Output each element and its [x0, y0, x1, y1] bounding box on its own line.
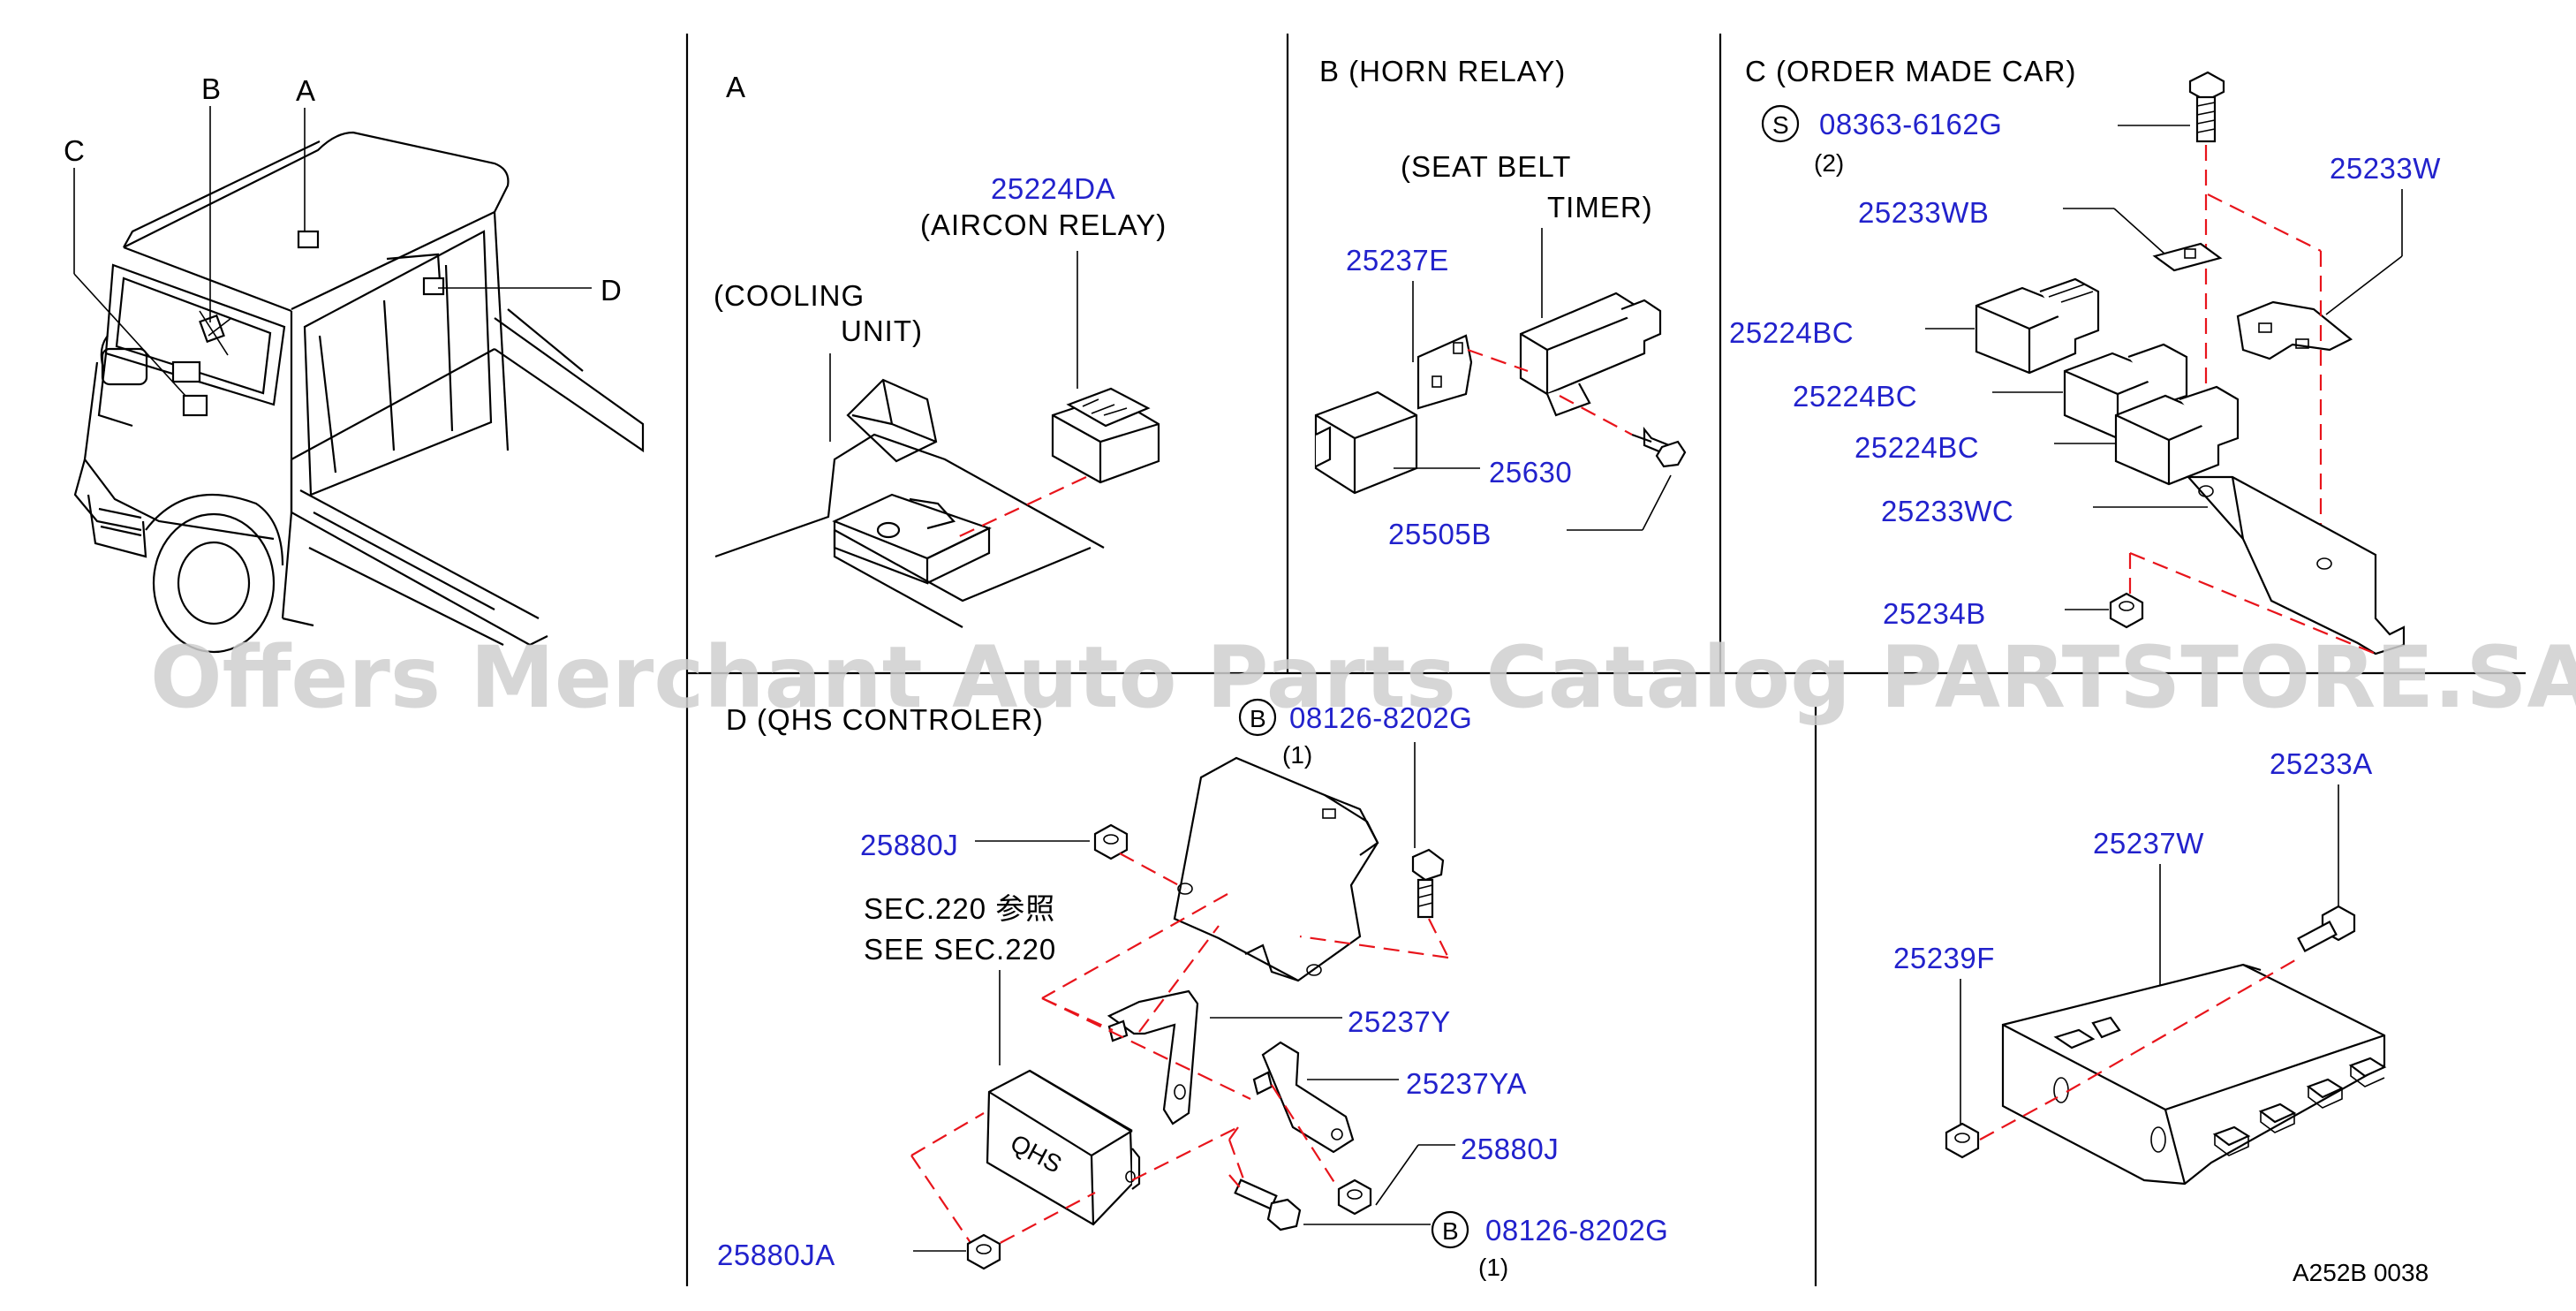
part-08363-6162g[interactable]: 08363-6162G	[1819, 108, 2002, 140]
diagram-code: A252B 0038	[2293, 1259, 2429, 1286]
panel-d: D (QHS CONTROLER) B 08126-8202G (1) 2588…	[717, 698, 1668, 1281]
part-25233a[interactable]: 25233A	[2270, 747, 2373, 780]
part-25237ya[interactable]: 25237YA	[1406, 1067, 1527, 1100]
part-25224bc-2[interactable]: 25224BC	[1793, 380, 1917, 413]
b-symbol-top: B	[1250, 705, 1266, 732]
panel-a-title: A	[726, 71, 746, 103]
cooling-unit-label-2: UNIT)	[841, 314, 923, 347]
part-25233wc[interactable]: 25233WC	[1881, 495, 2013, 527]
part-25224da[interactable]: 25224DA	[991, 172, 1115, 205]
part-25505b[interactable]: 25505B	[1388, 518, 1492, 550]
part-25630[interactable]: 25630	[1489, 456, 1572, 489]
seat-belt-timer-label-2: TIMER)	[1547, 191, 1653, 224]
b-top-qty: (1)	[1282, 741, 1312, 769]
panel-c-title: C (ORDER MADE CAR)	[1745, 55, 2077, 87]
panel-d-title: D (QHS CONTROLER)	[726, 703, 1044, 736]
s-symbol: S	[1772, 111, 1789, 139]
part-25224bc-1[interactable]: 25224BC	[1729, 316, 1854, 349]
part-25233w[interactable]: 25233W	[2330, 152, 2441, 185]
part-25880ja[interactable]: 25880JA	[717, 1239, 835, 1271]
b-bottom-qty: (1)	[1478, 1254, 1508, 1281]
panel-a: A 25224DA (AIRCON RELAY) (COOLING UNIT)	[714, 71, 1167, 628]
callout-c: C	[64, 134, 86, 167]
part-08126-8202g-bottom[interactable]: 08126-8202G	[1485, 1214, 1668, 1247]
callout-a: A	[296, 74, 316, 107]
panel-b-title: B (HORN RELAY)	[1319, 55, 1566, 87]
b-symbol-bottom: B	[1442, 1217, 1459, 1245]
callout-b: B	[201, 72, 222, 105]
see-sec-220: SEE SEC.220	[864, 933, 1056, 966]
part-25237y[interactable]: 25237Y	[1348, 1005, 1451, 1038]
watermark-text: Offers Merchant Auto Parts Catalog PARTS…	[150, 628, 2576, 727]
part-25233wb[interactable]: 25233WB	[1858, 196, 1989, 229]
panel-e: 25233A 25237W 25239F A252B 0038	[1893, 747, 2429, 1286]
panel-dividers	[685, 34, 2526, 1286]
s-qty: (2)	[1814, 149, 1844, 177]
seat-belt-timer-label-1: (SEAT BELT	[1401, 150, 1571, 183]
part-25237w[interactable]: 25237W	[2093, 827, 2204, 860]
part-25224bc-3[interactable]: 25224BC	[1855, 431, 1979, 464]
panel-b: B (HORN RELAY) (SEAT BELT TIMER) 25237E …	[1314, 55, 1687, 550]
panel-c: C (ORDER MADE CAR) S 08363-6162G (2) 252…	[1729, 55, 2441, 656]
overview-callouts: A B C D	[64, 72, 623, 397]
truck-overview-illustration	[73, 131, 645, 654]
aircon-relay-label: (AIRCON RELAY)	[920, 208, 1167, 241]
part-25239f[interactable]: 25239F	[1893, 942, 1995, 974]
callout-d: D	[601, 274, 623, 307]
part-25237e[interactable]: 25237E	[1346, 244, 1449, 277]
sec-220-jp: SEC.220 参照	[864, 892, 1055, 925]
part-25880j-bottom[interactable]: 25880J	[1461, 1133, 1559, 1165]
part-08126-8202g-top[interactable]: 08126-8202G	[1289, 701, 1472, 734]
cooling-unit-label-1: (COOLING	[714, 279, 865, 312]
part-25880j-top[interactable]: 25880J	[860, 829, 958, 861]
part-25234b[interactable]: 25234B	[1883, 597, 1986, 630]
